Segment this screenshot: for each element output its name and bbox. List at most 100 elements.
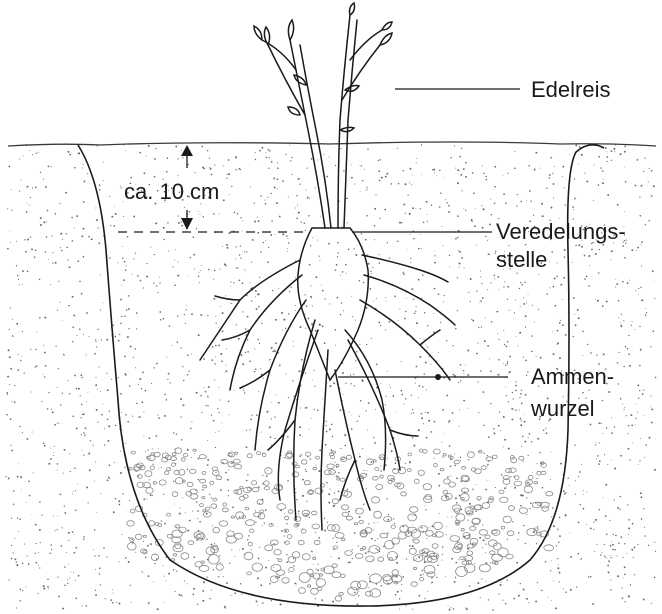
soil-dot	[600, 167, 601, 168]
soil-dot	[322, 325, 324, 327]
soil-dot	[525, 244, 527, 246]
soil-dot	[10, 368, 12, 370]
soil-dot	[624, 257, 626, 259]
soil-dot	[564, 249, 566, 251]
soil-dot	[531, 351, 533, 353]
soil-dot	[613, 534, 614, 535]
soil-dot	[646, 444, 647, 445]
soil-dot	[595, 444, 596, 445]
gravel-stone	[419, 449, 423, 452]
soil-dot	[44, 352, 46, 354]
soil-dot	[124, 356, 126, 358]
soil-dot	[463, 168, 465, 170]
soil-dot	[128, 295, 130, 297]
soil-dot	[102, 302, 103, 303]
soil-dot	[30, 391, 31, 392]
soil-dot	[483, 539, 485, 541]
soil-dot	[115, 498, 117, 500]
soil-dot	[274, 187, 276, 189]
soil-dot	[257, 339, 259, 341]
soil-dot	[635, 185, 637, 187]
soil-dot	[487, 240, 488, 241]
soil-dot	[550, 479, 551, 480]
soil-dot	[423, 423, 424, 424]
soil-dot	[17, 476, 19, 478]
soil-dot	[135, 552, 136, 553]
soil-dot	[565, 204, 566, 205]
gravel-stone	[332, 499, 338, 504]
soil-dot	[579, 471, 581, 473]
soil-dot	[447, 476, 449, 478]
soil-dot	[95, 462, 96, 463]
soil-dot	[198, 334, 200, 336]
soil-dot	[120, 393, 122, 395]
gravel-stone	[148, 455, 155, 460]
soil-dot	[558, 564, 559, 565]
soil-dot	[459, 267, 460, 268]
soil-dot	[615, 535, 617, 537]
soil-dot	[515, 381, 516, 382]
soil-dot	[425, 509, 426, 510]
soil-dot	[452, 412, 454, 414]
soil-dot	[154, 158, 156, 160]
soil-dot	[115, 336, 117, 338]
soil-dot	[563, 277, 565, 279]
soil-dot	[317, 569, 319, 571]
soil-dot	[604, 454, 605, 455]
gravel-stone	[339, 592, 344, 595]
soil-dot	[591, 249, 593, 251]
gravel-stone	[492, 554, 503, 561]
soil-dot	[340, 448, 341, 449]
soil-dot	[403, 403, 404, 404]
soil-dot	[160, 319, 162, 321]
soil-dot	[379, 180, 381, 182]
gravel-stone	[264, 487, 269, 490]
soil-dot	[498, 289, 499, 290]
soil-dot	[295, 310, 296, 311]
soil-dot	[521, 390, 522, 391]
soil-dot	[79, 328, 81, 330]
soil-dot	[523, 460, 524, 461]
soil-dot	[409, 462, 411, 464]
soil-dot	[245, 270, 246, 271]
soil-dot	[465, 365, 466, 366]
soil-dot	[239, 280, 241, 282]
soil-dot	[401, 222, 402, 223]
gravel-stone	[335, 596, 341, 601]
soil-dot	[35, 553, 36, 554]
gravel-stone	[292, 552, 300, 558]
soil-dot	[401, 590, 402, 591]
soil-dot	[326, 359, 327, 360]
soil-dot	[441, 226, 442, 227]
soil-dot	[20, 360, 21, 361]
soil-dot	[344, 445, 346, 447]
soil-dot	[274, 350, 276, 352]
soil-dot	[392, 395, 394, 397]
soil-dot	[22, 331, 23, 332]
soil-dot	[399, 222, 401, 224]
soil-dot	[213, 279, 214, 280]
soil-dot	[40, 172, 41, 173]
soil-dot	[460, 364, 462, 366]
soil-dot	[171, 345, 172, 346]
soil-dot	[513, 409, 514, 410]
soil-dot	[159, 277, 160, 278]
soil-dot	[457, 277, 458, 278]
soil-dot	[86, 486, 88, 488]
soil-dot	[76, 388, 78, 390]
soil-dot	[231, 549, 232, 550]
soil-dot	[24, 373, 25, 374]
soil-dot	[598, 185, 599, 186]
soil-dot	[57, 576, 58, 577]
soil-dot	[51, 409, 52, 410]
gravel-stone	[327, 525, 335, 531]
soil-dot	[445, 576, 446, 577]
soil-dot	[450, 157, 451, 158]
soil-dot	[536, 356, 537, 357]
soil-dot	[81, 417, 82, 418]
soil-dot	[320, 216, 321, 217]
soil-dot	[113, 225, 115, 227]
soil-dot	[465, 162, 467, 164]
soil-dot	[196, 392, 198, 394]
soil-dot	[575, 324, 577, 326]
